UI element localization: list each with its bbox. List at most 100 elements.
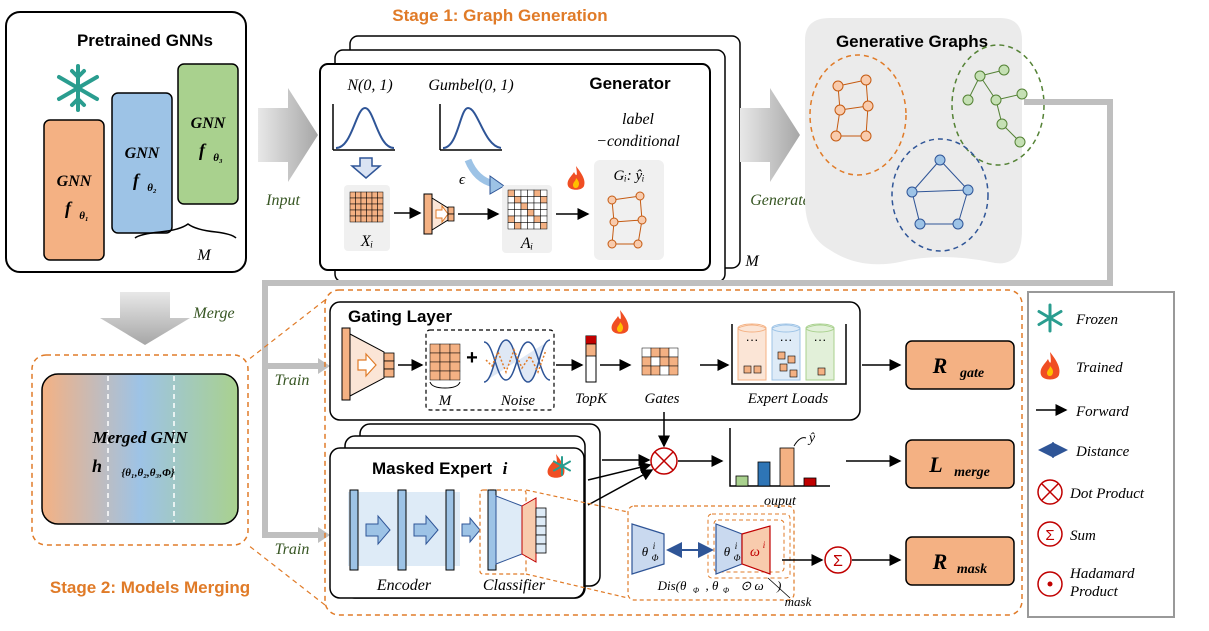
generate-label: Generate	[750, 192, 810, 209]
theta-phi-2: θ	[724, 544, 731, 559]
normal-curve-icon	[332, 104, 395, 151]
gatesGrid-cell	[668, 365, 679, 376]
gatesGrid-cell	[650, 347, 661, 358]
gatesGrid-cell	[650, 365, 661, 376]
merged-gnn-sub: {θ₁,θ₂,θ₃,Φ}	[121, 467, 174, 479]
topk-label: TopK	[575, 391, 608, 407]
aiGrid-cell	[520, 196, 528, 204]
gnn-3-sub: θ₃	[213, 152, 223, 164]
xi-matrix	[349, 191, 384, 223]
gatesGrid-cell	[668, 356, 679, 367]
snowflake-icon	[57, 64, 99, 112]
mask-label: mask	[785, 594, 812, 609]
omega-label: ω	[750, 545, 760, 560]
classifier-output-cells	[535, 507, 547, 554]
xiGrid-cell	[371, 197, 378, 205]
aiGrid-cell	[527, 196, 535, 204]
train-label-2: Train	[275, 541, 310, 558]
mGrid-cell	[449, 343, 461, 354]
mGrid-cell	[439, 343, 451, 354]
aiGrid-cell	[533, 189, 541, 197]
aiGrid-cell	[540, 222, 548, 230]
gi-box	[594, 160, 664, 260]
aiGrid-cell	[540, 215, 548, 223]
input-arrow	[258, 88, 318, 182]
stage2-region	[324, 289, 1023, 616]
legend-hadamard-icon	[1037, 571, 1063, 597]
output-bar-chart	[729, 428, 830, 487]
output-label: ouput	[764, 494, 797, 509]
orange-graph-cluster	[809, 54, 907, 176]
aiGrid-cell	[514, 196, 522, 204]
legend-fire-icon	[1040, 352, 1060, 380]
aiGrid-cell	[507, 222, 515, 230]
xiGrid-cell	[366, 197, 373, 205]
aiGrid-cell	[527, 189, 535, 197]
xiGrid-cell	[349, 197, 356, 205]
aiGrid-cell	[520, 189, 528, 197]
aiGrid-cell	[514, 222, 522, 230]
pretrained-m-label: M	[196, 247, 212, 264]
loss-gate-symbol: R	[932, 353, 948, 378]
generative-graphs-panel: Generative Graphs	[805, 18, 1045, 265]
aiGrid-cell	[533, 222, 541, 230]
train-label-1: Train	[275, 372, 310, 389]
mGrid-cell	[439, 361, 451, 372]
gi-label: Gᵢ: ŷᵢ	[614, 168, 645, 184]
gnn-1-block	[43, 119, 105, 261]
gnn-1-label: GNN	[57, 173, 93, 190]
mask-detail-panel	[525, 489, 795, 601]
aiGrid-cell	[540, 209, 548, 217]
merge-label: Merge	[192, 305, 234, 322]
gates-matrix	[641, 347, 679, 376]
loss-merge-symbol: L	[928, 452, 942, 477]
legend-forward: Forward	[1075, 404, 1129, 420]
legend-dot-product: Dot Product	[1069, 486, 1145, 502]
gumbel-curved-arrow	[489, 175, 505, 195]
aiGrid-cell	[520, 209, 528, 217]
gnn-3-label: GNN	[191, 115, 227, 132]
gumbel-dist-label: Gumbel(0, 1)	[428, 77, 513, 94]
loss-merge-box: L merge	[905, 439, 1015, 489]
aiGrid-cell	[533, 196, 541, 204]
xiGrid-cell	[360, 215, 367, 223]
masked-expert-panel: Masked Expert i Encoder Classifier	[329, 423, 601, 599]
y-hat-label: ŷ	[807, 431, 816, 446]
dis-part-2: , θ	[706, 578, 720, 593]
aiGrid-cell	[507, 215, 515, 223]
gnn-1-sub: θ₁	[79, 210, 89, 222]
aiGrid-cell	[520, 215, 528, 223]
aiGrid-cell	[514, 209, 522, 217]
noise-down-arrow	[349, 157, 383, 179]
xiGrid-cell	[377, 197, 384, 205]
loss-mask-symbol: R	[932, 549, 948, 574]
gatesGrid-cell	[650, 356, 661, 367]
gating-layer-panel: Gating Layer M + Noise TopK	[329, 301, 861, 421]
aiGrid-cell	[514, 189, 522, 197]
xiGrid-cell	[366, 215, 373, 223]
xiGrid-cell	[349, 203, 356, 211]
merged-gnn-h: h	[92, 456, 102, 476]
gatesGrid-cell	[659, 365, 670, 376]
blue-graph	[906, 154, 974, 230]
generator-mlp	[423, 193, 455, 235]
load-dots-3: ···	[814, 332, 827, 347]
legend-snowflake-icon	[1037, 303, 1063, 333]
aiGrid-cell	[527, 209, 535, 217]
aiGrid-cell	[514, 215, 522, 223]
aiGrid-cell	[507, 209, 515, 217]
loss-mask-box: R mask	[905, 536, 1015, 586]
theta-phi-2-sup: i	[735, 541, 738, 551]
load-dots-1: ···	[746, 332, 759, 347]
gnn-1-f: f	[65, 198, 73, 218]
xiGrid-cell	[366, 203, 373, 211]
xiGrid-cell	[371, 203, 378, 211]
aiGrid-cell	[540, 202, 548, 210]
xiGrid-cell	[377, 203, 384, 211]
fire-icon	[567, 166, 585, 190]
aiGrid-cell	[520, 222, 528, 230]
merged-gnn-title: Merged GNN	[92, 428, 189, 447]
dis-part-4: )	[776, 578, 781, 593]
xiGrid-cell	[355, 191, 362, 199]
